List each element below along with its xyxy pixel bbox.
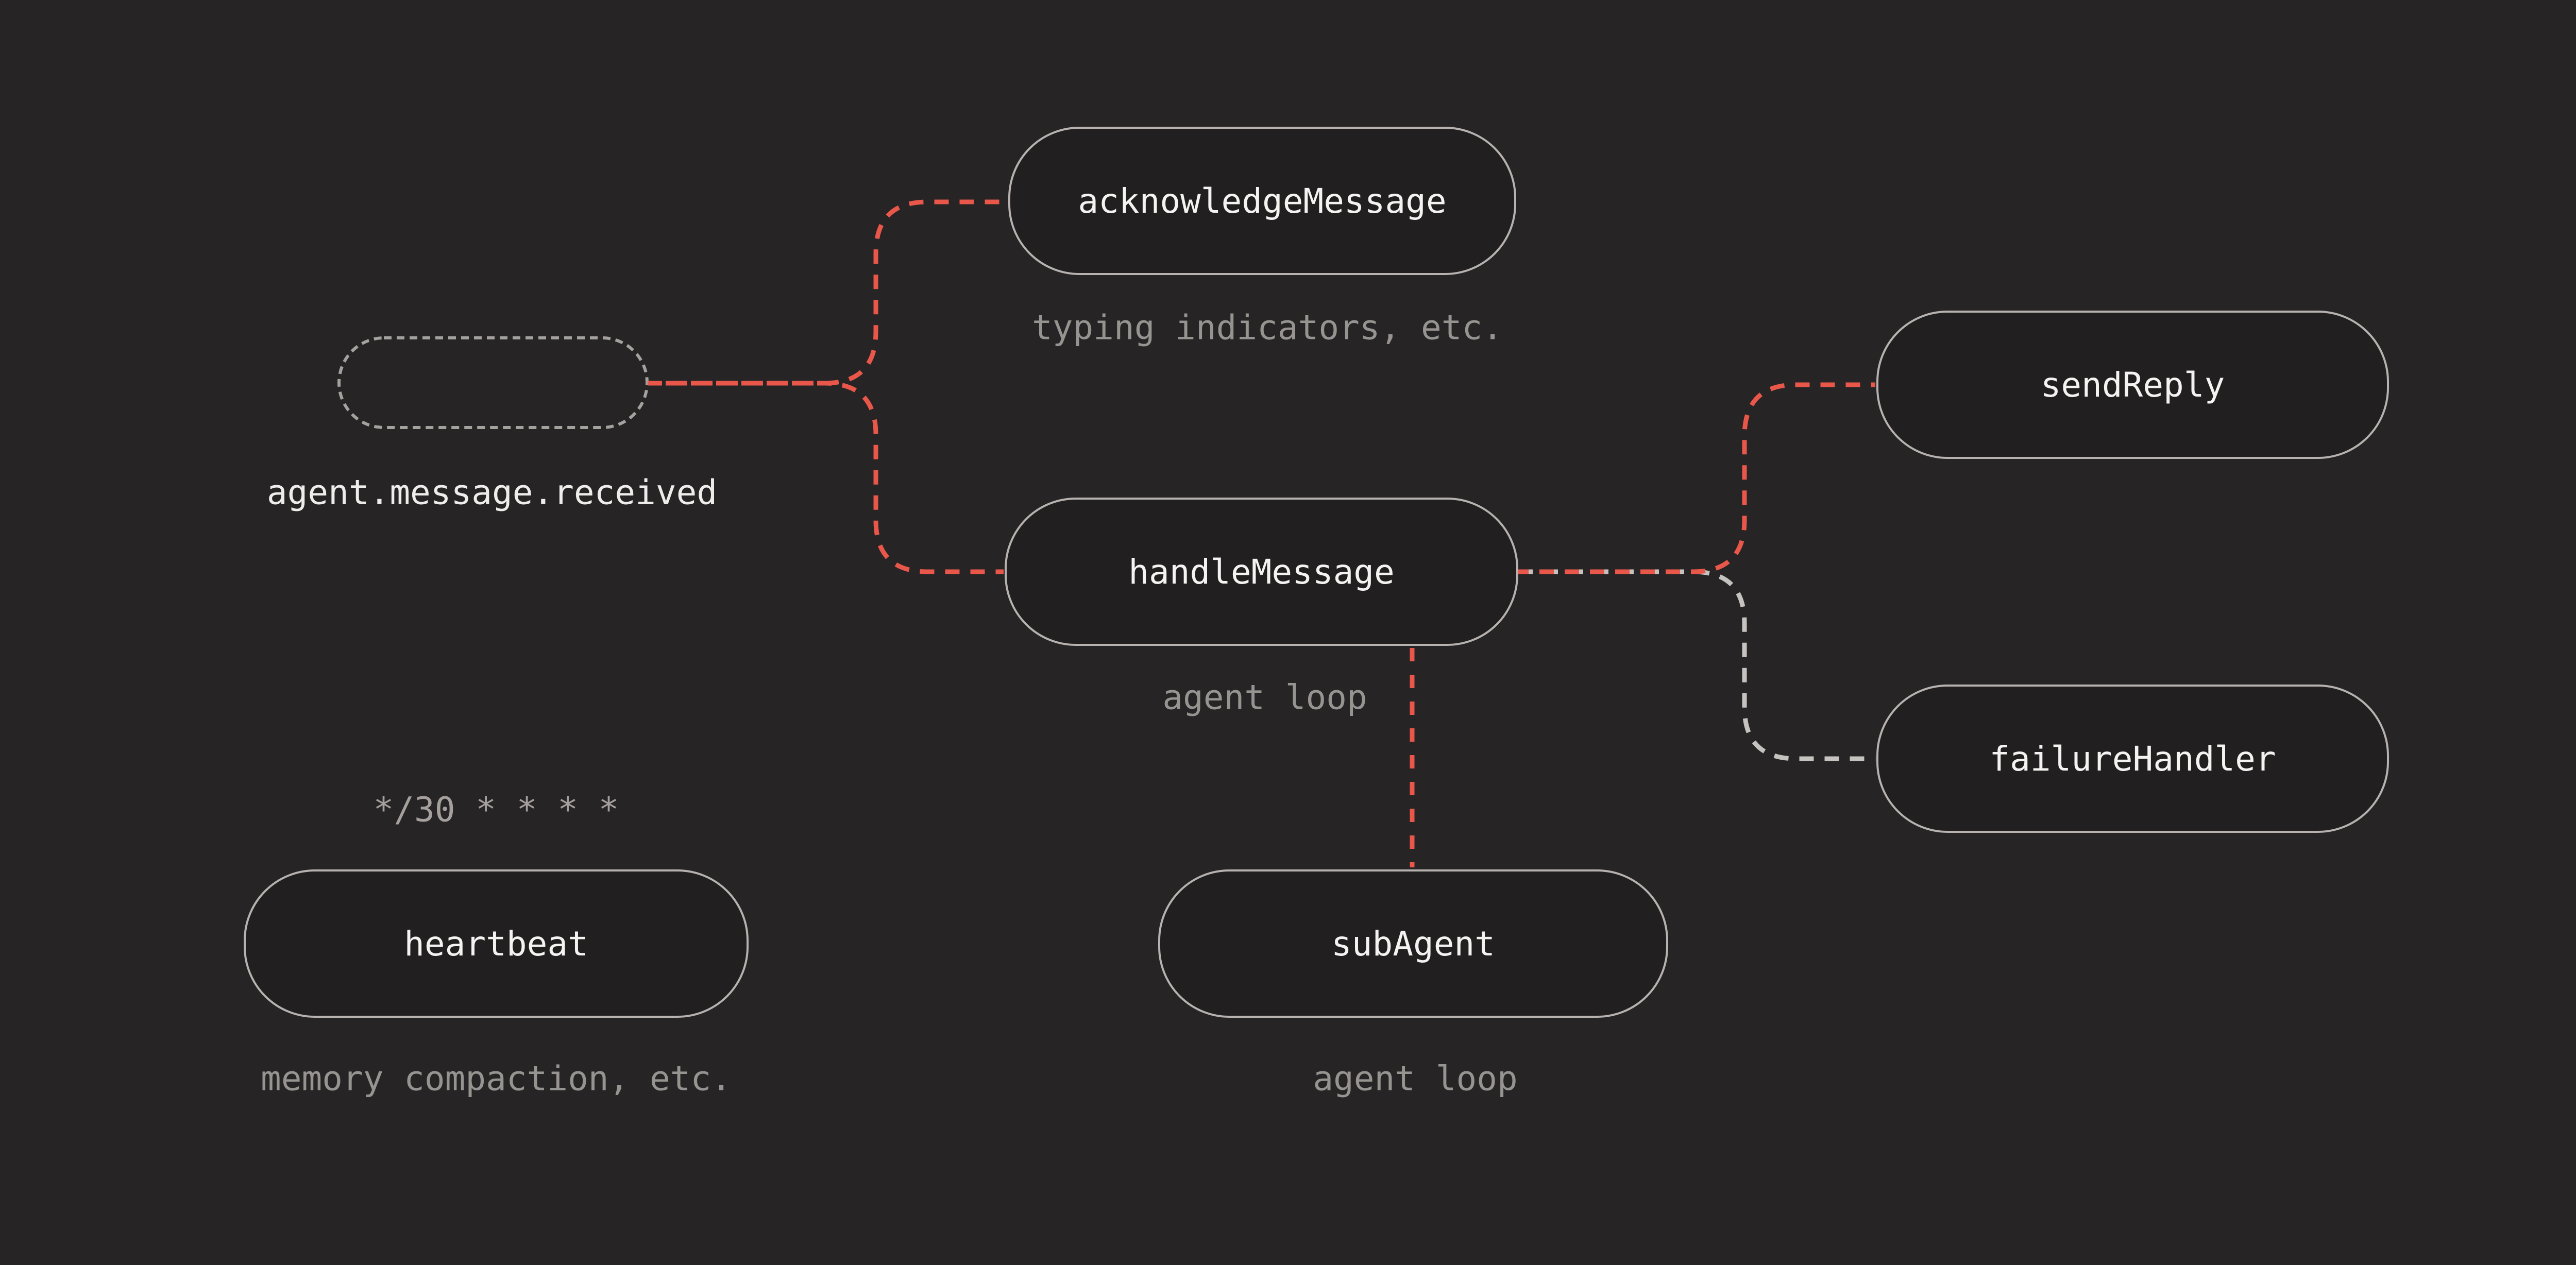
heartbeat-schedule: */30 * * * * bbox=[373, 790, 619, 830]
edge-trigger-handle bbox=[648, 381, 1004, 574]
sub-agent-caption: agent loop bbox=[1313, 1058, 1518, 1099]
node-send-reply-label: sendReply bbox=[2040, 365, 2225, 405]
node-failure-handler: failureHandler bbox=[1876, 685, 2389, 833]
node-heartbeat-label: heartbeat bbox=[404, 924, 588, 964]
node-handle-message-label: handleMessage bbox=[1128, 552, 1395, 592]
node-acknowledge-message-label: acknowledgeMessage bbox=[1078, 181, 1447, 221]
heartbeat-caption: memory compaction, etc. bbox=[261, 1058, 732, 1099]
acknowledge-message-caption: typing indicators, etc. bbox=[1032, 307, 1503, 348]
node-trigger-event bbox=[337, 336, 649, 429]
edge-handle-failure-handler bbox=[1518, 569, 1875, 761]
node-acknowledge-message: acknowledgeMessage bbox=[1008, 127, 1516, 275]
node-handle-message: handleMessage bbox=[1005, 498, 1518, 646]
node-sub-agent: subAgent bbox=[1158, 869, 1668, 1018]
node-heartbeat: heartbeat bbox=[244, 869, 749, 1018]
trigger-event-caption: agent.message.received bbox=[266, 472, 718, 512]
edge-handle-send-reply bbox=[1518, 382, 1875, 574]
edge-trigger-acknowledge bbox=[648, 199, 1006, 386]
node-sub-agent-label: subAgent bbox=[1331, 924, 1495, 964]
node-failure-handler-label: failureHandler bbox=[1989, 739, 2276, 779]
handle-message-caption: agent loop bbox=[1162, 677, 1367, 717]
node-send-reply: sendReply bbox=[1876, 311, 2389, 459]
